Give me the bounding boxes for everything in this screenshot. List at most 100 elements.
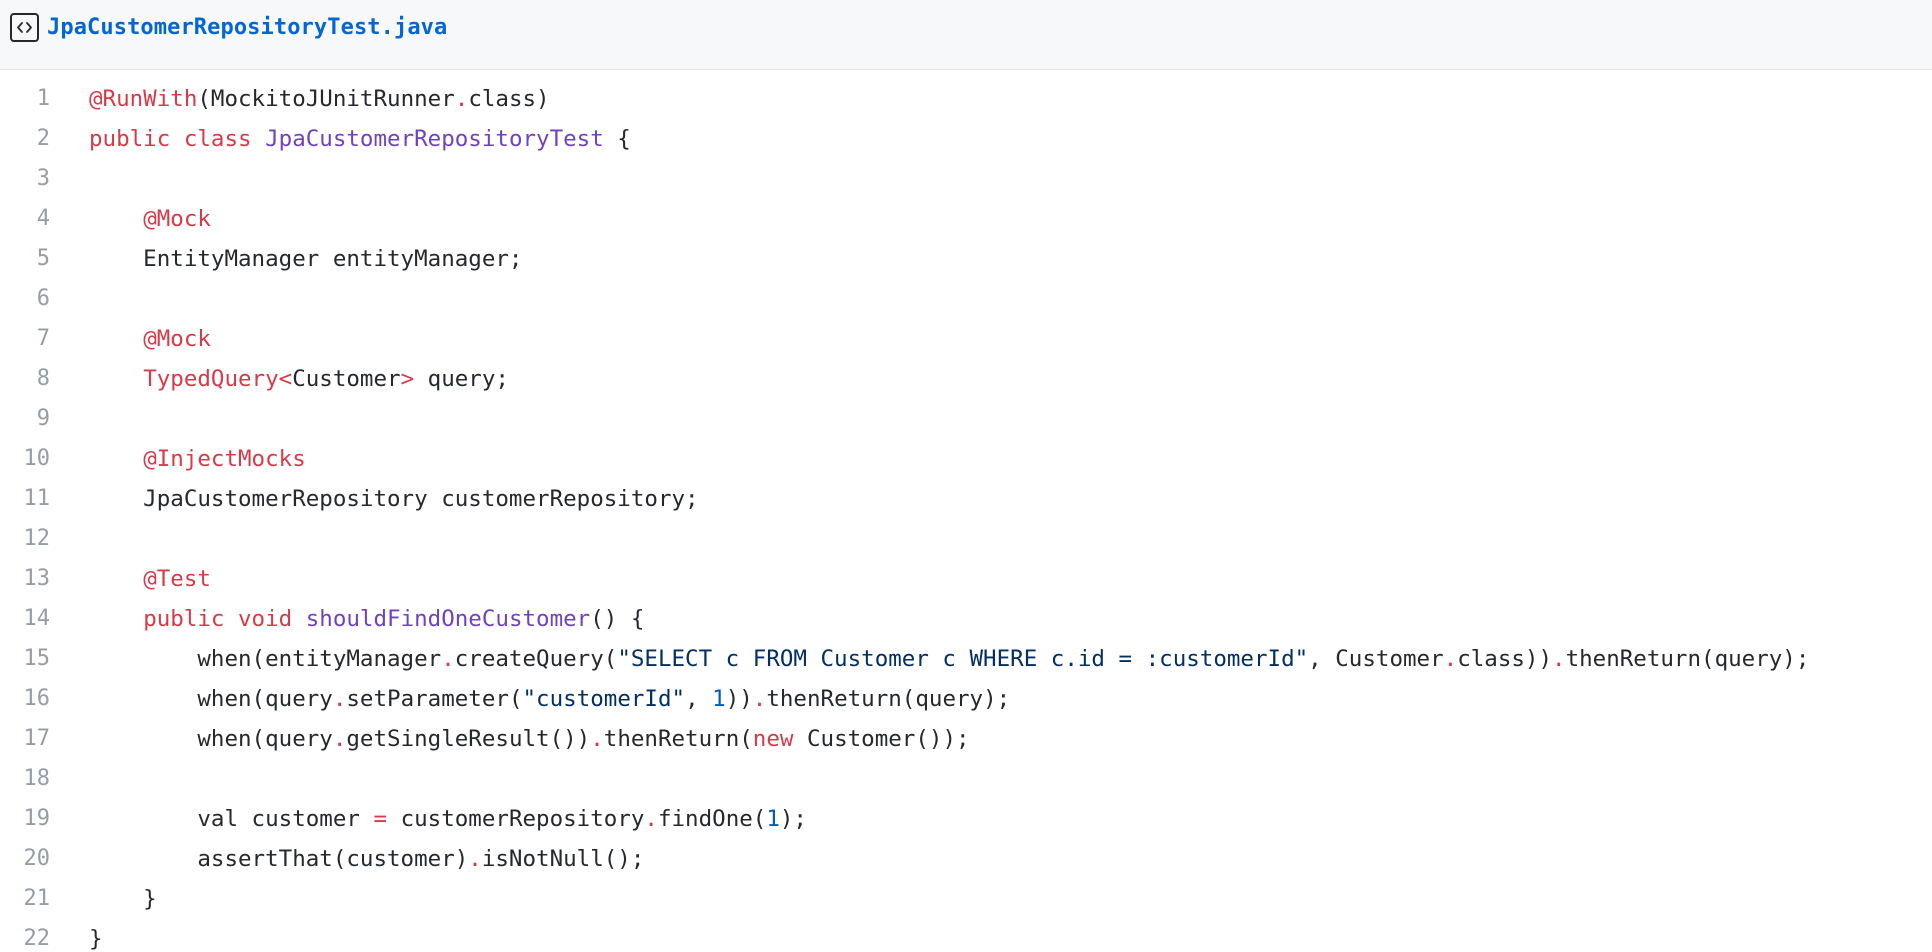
line-number[interactable]: 15 bbox=[23, 646, 51, 671]
line-number[interactable]: 10 bbox=[23, 446, 51, 471]
code-line: 3 bbox=[0, 159, 1932, 199]
code-token-annotation: @Mock bbox=[143, 326, 211, 352]
code-token-op: . bbox=[590, 726, 604, 752]
line-number[interactable]: 3 bbox=[36, 166, 50, 191]
code-line: 5 EntityManager entityManager; bbox=[0, 239, 1932, 279]
line-number[interactable]: 4 bbox=[36, 206, 50, 231]
code-token-op: . bbox=[332, 726, 347, 752]
code-token-plain: isNotNull(); bbox=[481, 846, 645, 872]
code-token-plain: class) bbox=[468, 86, 550, 112]
code-token-plain: class)) bbox=[1457, 646, 1553, 672]
line-number[interactable]: 6 bbox=[36, 286, 50, 311]
line-number[interactable]: 11 bbox=[23, 486, 51, 511]
line-number[interactable]: 18 bbox=[23, 766, 51, 791]
code-token-plain: val customer bbox=[89, 806, 374, 832]
code-line: 9 bbox=[0, 399, 1932, 439]
file-header: JpaCustomerRepositoryTest.java bbox=[0, 0, 1932, 70]
code-token-plain: EntityManager entityManager; bbox=[89, 246, 523, 272]
code-token-op: . bbox=[1443, 646, 1458, 672]
code-token-plain: assertThat(customer) bbox=[89, 846, 469, 872]
code-token-plain bbox=[252, 126, 266, 152]
code-line: 20 assertThat(customer).isNotNull(); bbox=[0, 839, 1932, 879]
code-line: 16 when(query.setParameter("customerId",… bbox=[0, 679, 1932, 719]
code-token-plain: thenReturn(query); bbox=[1565, 646, 1810, 672]
code-token-annotation: @Test bbox=[143, 566, 211, 592]
code-token-keyword: void bbox=[238, 606, 293, 632]
code-text: @Mock bbox=[89, 199, 1932, 239]
code-text: when(entityManager.createQuery("SELECT c… bbox=[89, 639, 1932, 679]
code-token-plain: , bbox=[685, 686, 713, 712]
code-token-type: TypedQuery bbox=[143, 366, 279, 392]
code-text: EntityManager entityManager; bbox=[89, 239, 1932, 279]
code-text: @Mock bbox=[89, 319, 1932, 359]
code-token-plain: ); bbox=[779, 806, 807, 832]
line-number[interactable]: 8 bbox=[36, 366, 50, 391]
code-token-plain: when(entityManager bbox=[89, 646, 442, 672]
line-number[interactable]: 2 bbox=[36, 126, 50, 151]
line-number[interactable]: 5 bbox=[36, 246, 50, 271]
code-line: 19 val customer = customerRepository.fin… bbox=[0, 799, 1932, 839]
line-number[interactable]: 21 bbox=[23, 886, 51, 911]
line-number[interactable]: 13 bbox=[23, 566, 51, 591]
code-token-plain: } bbox=[89, 886, 157, 912]
code-text: @Test bbox=[89, 559, 1932, 599]
code-token-plain bbox=[89, 566, 143, 592]
code-token-annotation: @Mock bbox=[143, 206, 211, 232]
code-token-plain bbox=[89, 366, 143, 392]
code-token-plain bbox=[89, 606, 143, 632]
line-number[interactable]: 14 bbox=[23, 606, 51, 631]
code-token-plain bbox=[170, 126, 184, 152]
code-line: 13 @Test bbox=[0, 559, 1932, 599]
code-token-keyword: class bbox=[183, 126, 252, 152]
code-token-keyword: public bbox=[143, 606, 225, 632]
code-token-plain: Customer bbox=[292, 366, 401, 392]
code-line: 6 bbox=[0, 279, 1932, 319]
code-token-annotation: @InjectMocks bbox=[143, 446, 306, 472]
code-token-plain bbox=[224, 606, 238, 632]
code-token-op: < bbox=[278, 366, 293, 392]
code-line: 1@RunWith(MockitoJUnitRunner.class) bbox=[0, 79, 1932, 119]
code-token-plain: query; bbox=[414, 366, 509, 392]
code-token-keyword: new bbox=[752, 726, 794, 752]
code-text bbox=[89, 759, 1932, 799]
line-number[interactable]: 1 bbox=[36, 86, 50, 111]
line-number[interactable]: 12 bbox=[23, 526, 51, 551]
line-number[interactable]: 22 bbox=[23, 926, 51, 951]
code-line: 17 when(query.getSingleResult()).thenRet… bbox=[0, 719, 1932, 759]
code-token-string: "customerId" bbox=[522, 686, 686, 712]
code-token-annotation: @RunWith bbox=[89, 86, 198, 112]
code-token-number: 1 bbox=[766, 806, 780, 832]
line-number[interactable]: 7 bbox=[36, 326, 50, 351]
code-line: 11 JpaCustomerRepository customerReposit… bbox=[0, 479, 1932, 519]
code-token-plain: )) bbox=[725, 686, 753, 712]
code-token-op: > bbox=[400, 366, 415, 392]
code-text: public void shouldFindOneCustomer() { bbox=[89, 599, 1932, 639]
code-line: 8 TypedQuery<Customer> query; bbox=[0, 359, 1932, 399]
code-line: 12 bbox=[0, 519, 1932, 559]
code-token-plain: thenReturn(query); bbox=[766, 686, 1011, 712]
code-token-method: shouldFindOneCustomer bbox=[305, 606, 591, 632]
line-number[interactable]: 16 bbox=[23, 686, 51, 711]
line-number[interactable]: 19 bbox=[23, 806, 51, 831]
code-text bbox=[89, 279, 1932, 319]
code-line: 15 when(entityManager.createQuery("SELEC… bbox=[0, 639, 1932, 679]
code-token-plain: , Customer bbox=[1308, 646, 1444, 672]
file-name-link[interactable]: JpaCustomerRepositoryTest.java bbox=[47, 15, 448, 40]
code-text bbox=[89, 399, 1932, 439]
line-number[interactable]: 17 bbox=[23, 726, 51, 751]
code-text: when(query.setParameter("customerId", 1)… bbox=[89, 679, 1932, 719]
code-text: @InjectMocks bbox=[89, 439, 1932, 479]
code-token-plain: () { bbox=[590, 606, 645, 632]
code-line: 21 } bbox=[0, 879, 1932, 919]
code-token-plain: setParameter( bbox=[346, 686, 523, 712]
line-number[interactable]: 9 bbox=[36, 406, 50, 431]
code-token-op: . bbox=[441, 646, 455, 672]
code-line: 7 @Mock bbox=[0, 319, 1932, 359]
code-token-plain: { bbox=[603, 126, 631, 152]
line-number[interactable]: 20 bbox=[23, 846, 51, 871]
code-token-keyword: public bbox=[89, 126, 171, 152]
code-text: when(query.getSingleResult()).thenReturn… bbox=[89, 719, 1932, 759]
code-line: 10 @InjectMocks bbox=[0, 439, 1932, 479]
code-line: 4 @Mock bbox=[0, 199, 1932, 239]
